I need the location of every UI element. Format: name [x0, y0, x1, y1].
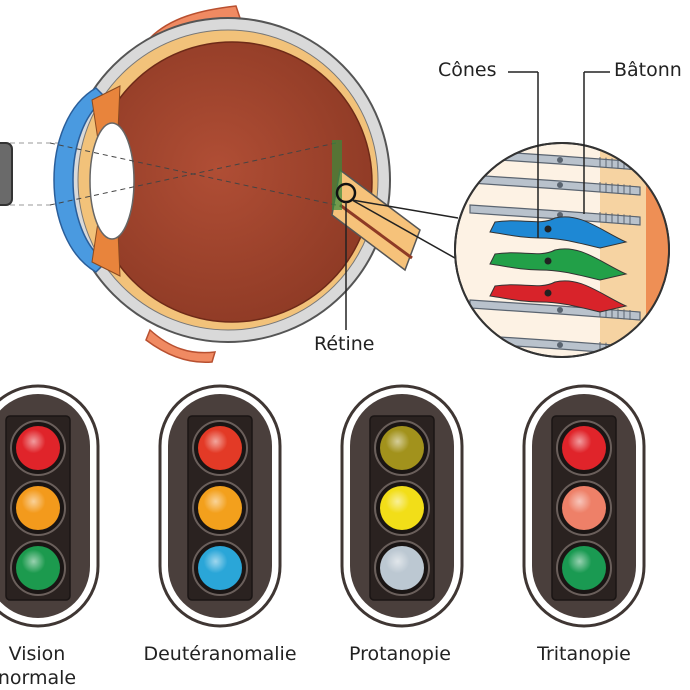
caption-tritanopia: Tritanopie	[537, 643, 631, 665]
cone-cells	[489, 216, 628, 313]
caption-deuteranomaly: Deutéranomalie	[143, 643, 297, 665]
traffic-light	[0, 384, 100, 628]
traffic-light-lamp	[192, 480, 248, 536]
traffic-light-lamp	[192, 540, 248, 596]
rod-cells	[469, 149, 641, 356]
traffic-light	[158, 384, 282, 628]
cone-cell	[489, 248, 628, 281]
traffic-light-lamp	[192, 420, 248, 476]
caption-normal-vision-line2: normale	[0, 667, 77, 689]
lower-eye-muscle	[145, 328, 217, 364]
label-rods: Bâtonn	[614, 59, 682, 81]
label-cones: Cônes	[438, 59, 497, 81]
traffic-light-lamp	[374, 540, 430, 596]
traffic-light-lamp	[10, 540, 66, 596]
eye-illustration	[0, 5, 463, 364]
label-retina: Rétine	[314, 333, 375, 355]
traffic-light	[522, 384, 646, 628]
cone-cell	[489, 280, 628, 313]
traffic-light-lamp	[374, 480, 430, 536]
viewed-object	[0, 142, 13, 206]
lens	[89, 122, 135, 240]
traffic-light-lamp	[374, 420, 430, 476]
caption-protanopia: Protanopie	[349, 643, 451, 665]
caption-normal-vision: Vision normale	[0, 642, 86, 690]
retina-zoom	[454, 71, 670, 358]
traffic-light-lamp	[556, 420, 612, 476]
cone-cell	[489, 216, 628, 249]
traffic-light-lamp	[10, 420, 66, 476]
rod-cell	[469, 204, 641, 226]
traffic-light-lamp	[10, 480, 66, 536]
traffic-light-lamp	[556, 540, 612, 596]
traffic-light-lamp	[556, 480, 612, 536]
traffic-lights	[0, 384, 646, 628]
caption-normal-vision-line1: Vision	[8, 643, 66, 665]
traffic-light	[340, 384, 464, 628]
